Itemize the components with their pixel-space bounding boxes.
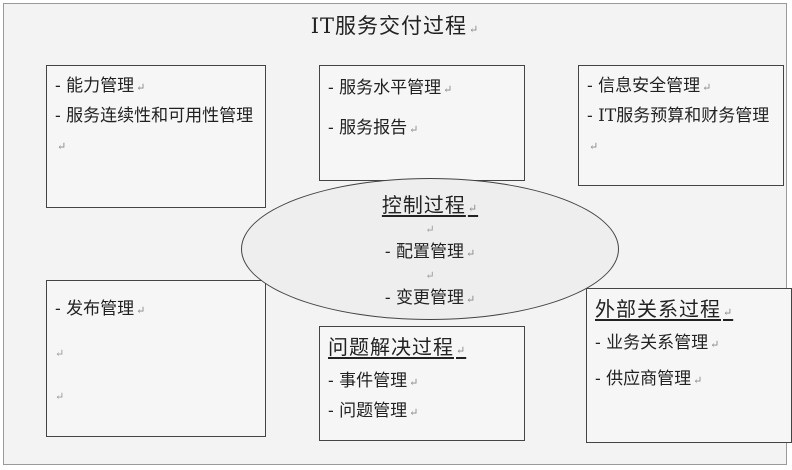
- box-item: - 能力管理↵: [55, 76, 146, 96]
- box-item: - 问题管理↵: [328, 401, 419, 421]
- external-relations-heading: 外部关系过程↵: [595, 297, 734, 321]
- paragraph-mark-icon: ↵: [467, 202, 479, 215]
- paragraph-mark-icon: ↵: [710, 338, 720, 351]
- capacity-management-box: - 能力管理↵ - 服务连续性和可用性管理↵: [46, 65, 266, 208]
- box-item: - 发布管理↵: [55, 299, 146, 319]
- paragraph-mark-icon: ↵: [409, 123, 419, 136]
- paragraph-mark-icon: ↵: [425, 223, 435, 236]
- diagram-frame: IT服务交付过程↵ - 能力管理↵ - 服务连续性和可用性管理↵ - 服务水平管…: [3, 3, 792, 465]
- paragraph-mark-icon: ↵: [57, 140, 67, 153]
- service-level-box: - 服务水平管理↵ - 服务报告↵: [319, 65, 525, 181]
- diagram-title: IT服务交付过程↵: [4, 10, 786, 40]
- control-process-ellipse: 控制过程↵ ↵ - 配置管理↵ ↵ - 变更管理↵: [241, 178, 619, 320]
- paragraph-mark-icon: ↵: [723, 306, 734, 319]
- paragraph-mark-icon: ↵: [409, 406, 419, 419]
- box-item: - 信息安全管理↵: [587, 76, 712, 96]
- box-item: - 服务水平管理↵: [328, 78, 453, 98]
- paragraph-mark-icon: ↵: [55, 347, 65, 360]
- box-item: - 服务报告↵: [328, 118, 419, 138]
- paragraph-mark-icon: ↵: [465, 293, 476, 306]
- box-item: - 业务关系管理↵: [595, 333, 720, 353]
- paragraph-mark-icon: ↵: [702, 81, 712, 94]
- control-process-heading: 控制过程↵: [381, 193, 479, 217]
- paragraph-mark-icon: ↵: [409, 376, 419, 389]
- box-item: - 服务连续性和可用性管理↵: [55, 106, 254, 153]
- paragraph-mark-icon: ↵: [465, 247, 476, 260]
- box-item: - 事件管理↵: [328, 371, 419, 391]
- paragraph-mark-icon: ↵: [456, 344, 467, 357]
- paragraph-mark-icon: ↵: [693, 374, 703, 387]
- paragraph-mark-icon: ↵: [136, 81, 146, 94]
- box-item: - IT服务预算和财务管理↵: [587, 106, 770, 153]
- problem-resolution-box: 问题解决过程↵ - 事件管理↵ - 问题管理↵: [319, 326, 525, 441]
- security-finance-box: - 信息安全管理↵ - IT服务预算和财务管理↵: [578, 65, 784, 186]
- box-item: - 供应商管理↵: [595, 369, 703, 389]
- paragraph-mark-icon: ↵: [425, 269, 435, 282]
- paragraph-mark-icon: ↵: [55, 390, 65, 403]
- release-management-box: - 发布管理↵ ↵ ↵: [46, 280, 266, 437]
- problem-resolution-heading: 问题解决过程↵: [328, 335, 467, 359]
- external-relations-box: 外部关系过程↵ - 业务关系管理↵ - 供应商管理↵: [586, 288, 792, 443]
- paragraph-mark-icon: ↵: [136, 304, 146, 317]
- paragraph-mark-icon: ↵: [469, 23, 480, 36]
- ellipse-item: - 变更管理↵: [384, 288, 476, 308]
- paragraph-mark-icon: ↵: [589, 140, 599, 153]
- ellipse-item: - 配置管理↵: [384, 242, 476, 262]
- paragraph-mark-icon: ↵: [443, 83, 453, 96]
- diagram-title-text: IT服务交付过程: [310, 14, 468, 38]
